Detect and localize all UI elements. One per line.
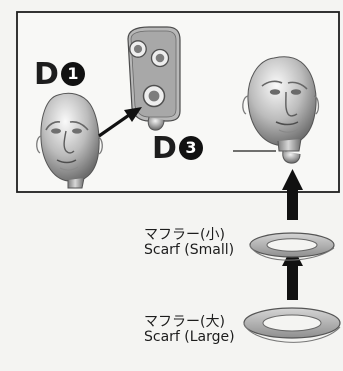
scarf-small-label: マフラー(小) Scarf (Small) [144,228,234,257]
attach-arrow [98,107,142,138]
scarf-large-ring [243,307,341,343]
scarf-small-jp: マフラー(小) [144,227,225,243]
neck-joint-d3 [127,26,181,131]
head-part-d1 [36,92,103,189]
assembled-head [242,56,320,164]
upward-arrow-top [282,169,303,220]
scarf-large-en: Scarf (Large) [144,328,235,345]
scarf-small-ring [249,232,335,261]
part-letter: D [34,57,59,92]
scarf-large-label: マフラー(大) Scarf (Large) [144,315,235,344]
part-number-badge: 3 [178,135,203,160]
part-letter: D [152,131,177,166]
scarf-large-jp: マフラー(大) [144,314,225,330]
part-number-badge: 1 [60,61,85,86]
scarf-small-en: Scarf (Small) [144,241,235,258]
